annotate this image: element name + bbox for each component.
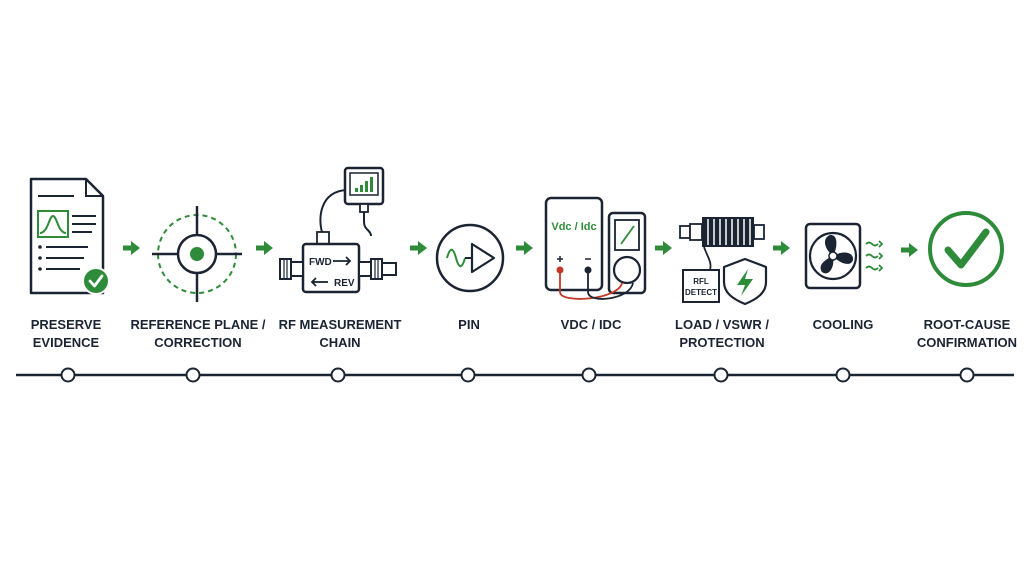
stage-label-reference-plane: REFERENCE PLANE / CORRECTION xyxy=(123,316,273,352)
stage-label-line: CORRECTION xyxy=(154,335,242,350)
stage-label-load-vswr-protection: LOAD / VSWR / PROTECTION xyxy=(647,316,797,352)
flow-arrow xyxy=(123,241,140,255)
timeline-node xyxy=(460,367,476,383)
stage-label-line: CONFIRMATION xyxy=(916,335,1018,350)
stage-label-line: RF MEASUREMENT xyxy=(278,317,402,332)
document-check-icon xyxy=(29,177,110,295)
stage-label-line: PROTECTION xyxy=(679,335,765,350)
load-shield-icon: RFL DETECT xyxy=(679,217,768,306)
stage-label-pin: PIN xyxy=(394,316,544,334)
timeline-node xyxy=(330,367,346,383)
flow-arrow xyxy=(901,243,918,257)
flow-arrow xyxy=(516,241,533,255)
timeline xyxy=(16,367,1014,383)
coupler-fwd-label: FWD xyxy=(309,257,332,268)
stage-label-line: COOLING xyxy=(812,317,874,332)
flow-arrow xyxy=(655,241,672,255)
stage-label-line: PIN xyxy=(458,317,480,332)
crosshair-target-icon xyxy=(152,206,242,302)
flow-arrow xyxy=(256,241,273,255)
stage-label-rf-measurement-chain: RF MEASUREMENT CHAIN xyxy=(265,316,415,352)
timeline-node xyxy=(959,367,975,383)
flow-arrow xyxy=(410,241,427,255)
timeline-node xyxy=(835,367,851,383)
stage-label-root-cause-confirmation: ROOT-CAUSE CONFIRMATION xyxy=(892,316,1024,352)
detector-label-line2: DETECT xyxy=(685,288,717,297)
detector-label-line1: RFL xyxy=(693,277,709,286)
timeline-node xyxy=(60,367,76,383)
timeline-node xyxy=(713,367,729,383)
stage-label-line: VDC / IDC xyxy=(560,317,622,332)
meter-label: Vdc / Idc xyxy=(551,221,596,233)
fan-icon xyxy=(804,222,884,290)
timeline-node xyxy=(581,367,597,383)
check-circle-icon xyxy=(928,211,1004,287)
stage-label-line: EVIDENCE xyxy=(32,335,100,350)
coupler-rev-label: REV xyxy=(334,278,355,289)
timeline-node xyxy=(185,367,201,383)
stage-label-line: PRESERVE xyxy=(30,317,102,332)
flow-arrow xyxy=(773,241,790,255)
stage-label-line: LOAD / VSWR / xyxy=(675,317,769,332)
stage-label-cooling: COOLING xyxy=(768,316,918,334)
power-meter-icon: Vdc / Idc xyxy=(544,196,647,300)
amplifier-icon xyxy=(435,223,505,293)
directional-coupler-icon: FWD REV xyxy=(279,166,397,294)
stage-label-line: CHAIN xyxy=(319,335,361,350)
stage-label-preserve-evidence: PRESERVE EVIDENCE xyxy=(0,316,141,352)
stage-label-line: ROOT-CAUSE xyxy=(923,317,1011,332)
stage-label-line: REFERENCE PLANE / xyxy=(130,317,266,332)
stage-label-vdc-idc: VDC / IDC xyxy=(516,316,666,334)
